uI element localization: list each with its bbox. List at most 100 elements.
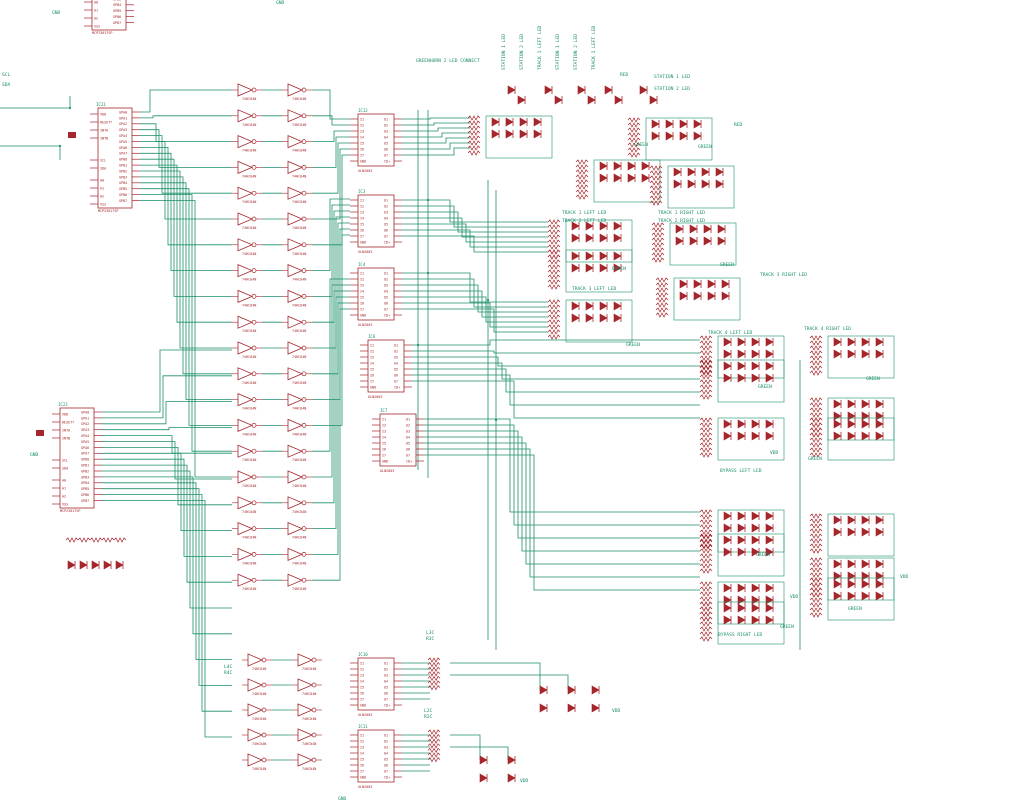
pin-label: O5 (384, 141, 388, 145)
resistor (699, 621, 713, 627)
led-body (649, 95, 658, 105)
led (723, 511, 732, 521)
inverter-a (242, 753, 272, 767)
wire (102, 435, 232, 454)
wire (102, 482, 232, 660)
led (679, 291, 688, 301)
led-body (585, 313, 594, 323)
pin-label: VSS (100, 202, 106, 206)
resistor (809, 360, 823, 366)
pin-label: GPB6 (81, 493, 89, 497)
led (861, 579, 870, 589)
led (875, 559, 884, 569)
pin-label: O1 (384, 198, 388, 202)
led-driver-cluster (565, 299, 633, 343)
pin-label: I5 (370, 367, 374, 371)
led (875, 515, 884, 525)
led (847, 411, 856, 421)
pin-label: I4 (370, 361, 374, 365)
pin-label: O4 (384, 135, 388, 139)
led (751, 337, 760, 347)
led-body (571, 263, 580, 273)
led-body (875, 527, 884, 537)
wire (140, 188, 232, 426)
resistor (699, 529, 713, 535)
led (765, 337, 774, 347)
led-driver-cluster (827, 335, 895, 379)
gate-part: 74HC04N (242, 587, 256, 591)
led (693, 291, 702, 301)
led (613, 251, 622, 261)
resistor (427, 733, 441, 740)
inverter-a (232, 160, 262, 175)
led (673, 179, 682, 189)
inverter-a (232, 186, 262, 200)
led (591, 685, 600, 695)
led-body (507, 85, 516, 95)
pin-label: O2 (394, 349, 398, 353)
pin-label: GPA0 (119, 110, 127, 114)
led (737, 583, 746, 593)
wire (312, 130, 350, 143)
pin-label: O6 (406, 447, 410, 451)
wire (312, 154, 350, 246)
led-body (751, 523, 760, 533)
led (613, 233, 622, 243)
pin-label: CD+ (384, 775, 390, 779)
inverter-b (282, 496, 312, 510)
led (847, 559, 856, 569)
led (599, 251, 608, 261)
led (585, 263, 594, 273)
resistor (699, 417, 713, 423)
wire (424, 430, 700, 539)
led-body (519, 117, 528, 127)
chip-body (97, 107, 133, 209)
resistor (699, 616, 713, 622)
resistor (699, 581, 713, 587)
gate-part: 74HC04N (242, 484, 256, 488)
pin-label: GPA5 (119, 140, 127, 144)
chip-part-name: ULN2003 (358, 785, 372, 789)
resistor (699, 533, 713, 539)
led (875, 431, 884, 441)
led-body (717, 224, 726, 234)
led-driver-cluster (565, 219, 633, 263)
led (703, 224, 712, 234)
led-body (613, 161, 622, 171)
pin-label: I5 (360, 295, 364, 299)
resistor (699, 355, 713, 361)
pin-label: A1 (62, 486, 66, 490)
led-body (571, 251, 580, 261)
led (533, 129, 542, 139)
green-label: GREEN (756, 552, 770, 558)
wire (402, 142, 470, 150)
gate-part: 74HC04N (242, 200, 256, 204)
wire (312, 216, 350, 349)
resistor (699, 345, 713, 351)
resistor (547, 239, 561, 245)
led-group-note: STATION 2 LED (654, 86, 690, 92)
led-group-note: STATION 2 LED (573, 34, 579, 70)
led-group-note: TRACK 1 RIGHT LED (658, 210, 705, 216)
resistor (699, 509, 713, 515)
gate-part: 74HC04N (292, 97, 306, 101)
inverter-a (232, 289, 262, 304)
gate-part: 74HC04N (302, 692, 316, 696)
led-body (847, 571, 856, 581)
gate-part: 74HC04N (302, 742, 316, 746)
resistor (699, 534, 713, 540)
resistor (809, 548, 823, 554)
pin-label: O3 (384, 673, 388, 677)
gate-part: 74HC04N (242, 536, 256, 540)
inverter-a (242, 728, 272, 742)
pin-label: CD+ (406, 459, 412, 463)
led-body (613, 313, 622, 323)
green-label: GREEN (612, 266, 626, 272)
led-body (533, 117, 542, 127)
pin-label: A1 (94, 8, 98, 12)
inverter-b (282, 367, 312, 381)
led-body (544, 85, 553, 95)
gate-part: 74HC04N (292, 200, 306, 204)
led-body (875, 411, 884, 421)
led (585, 221, 594, 231)
